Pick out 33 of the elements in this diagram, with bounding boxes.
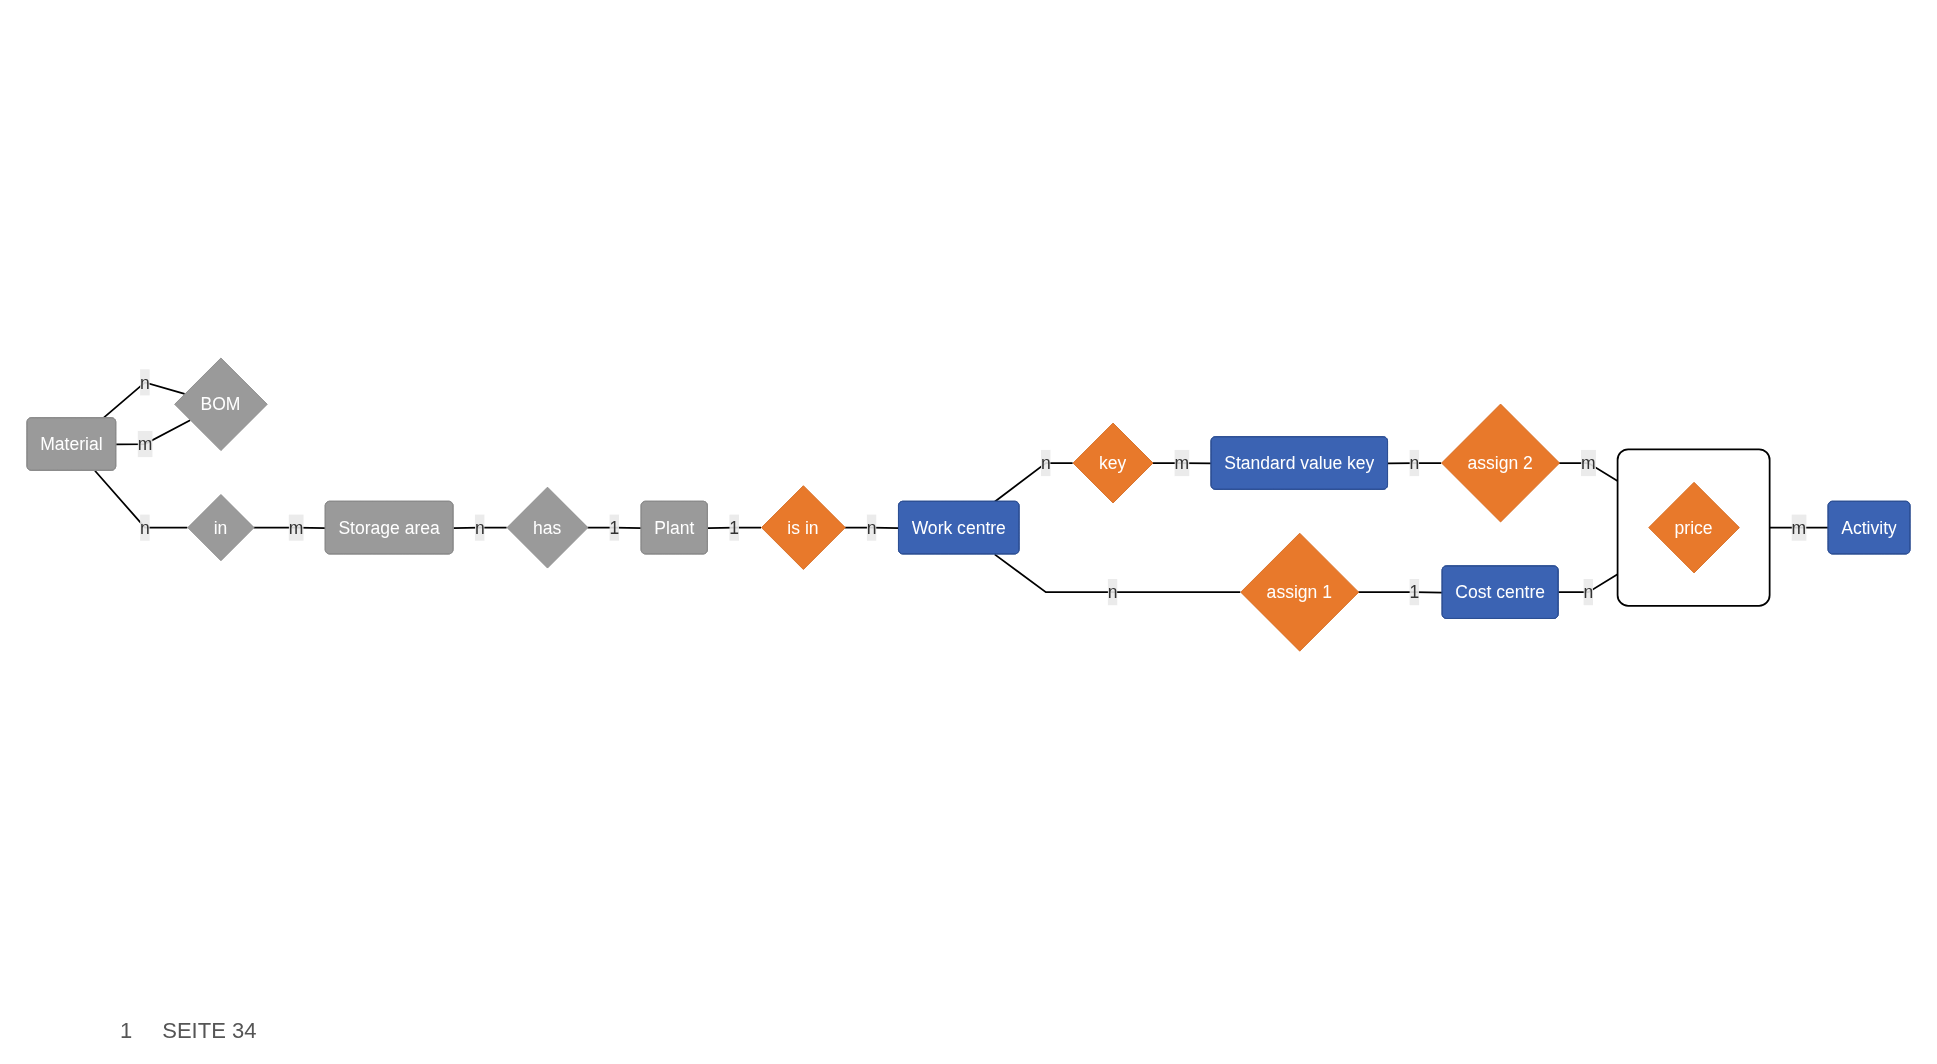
node-diamond: assign 1 <box>1240 533 1360 652</box>
edge-label: 1 <box>729 518 740 538</box>
connector <box>94 470 189 529</box>
edge-label: n <box>1409 453 1420 474</box>
node-diamond: key <box>1072 423 1154 504</box>
connector <box>993 553 1242 594</box>
edge-label: n <box>1040 453 1051 474</box>
edge-label: n <box>1583 582 1594 603</box>
node-diamond: price <box>1648 482 1740 574</box>
connector <box>1357 591 1444 594</box>
edge-label: n <box>140 518 150 538</box>
edge-label: m <box>1791 518 1807 538</box>
node-diamond: in <box>187 494 255 562</box>
edge-label: n <box>140 373 150 393</box>
edge-label: 1 <box>1409 582 1420 603</box>
node-diamond: assign 2 <box>1441 404 1560 523</box>
node-diamond: is in <box>761 485 846 571</box>
edge-label: n <box>474 518 485 538</box>
note-text: 1 <box>120 1018 133 1044</box>
edge-label: m <box>1581 453 1596 474</box>
note-text: SEITE 34 <box>162 1018 257 1044</box>
edge-label: 1 <box>609 518 620 538</box>
connector <box>993 462 1074 503</box>
node-diamond: has <box>506 487 589 569</box>
edge-label: m <box>1174 453 1190 474</box>
edge-label: n <box>1107 582 1118 603</box>
edge-label: m <box>288 518 304 538</box>
edge-label: m <box>137 434 153 455</box>
connector <box>586 527 643 530</box>
connector <box>844 527 900 530</box>
edge-label: n <box>866 518 877 538</box>
node-diamond: BOM <box>174 358 268 452</box>
cluster <box>1616 448 1771 608</box>
